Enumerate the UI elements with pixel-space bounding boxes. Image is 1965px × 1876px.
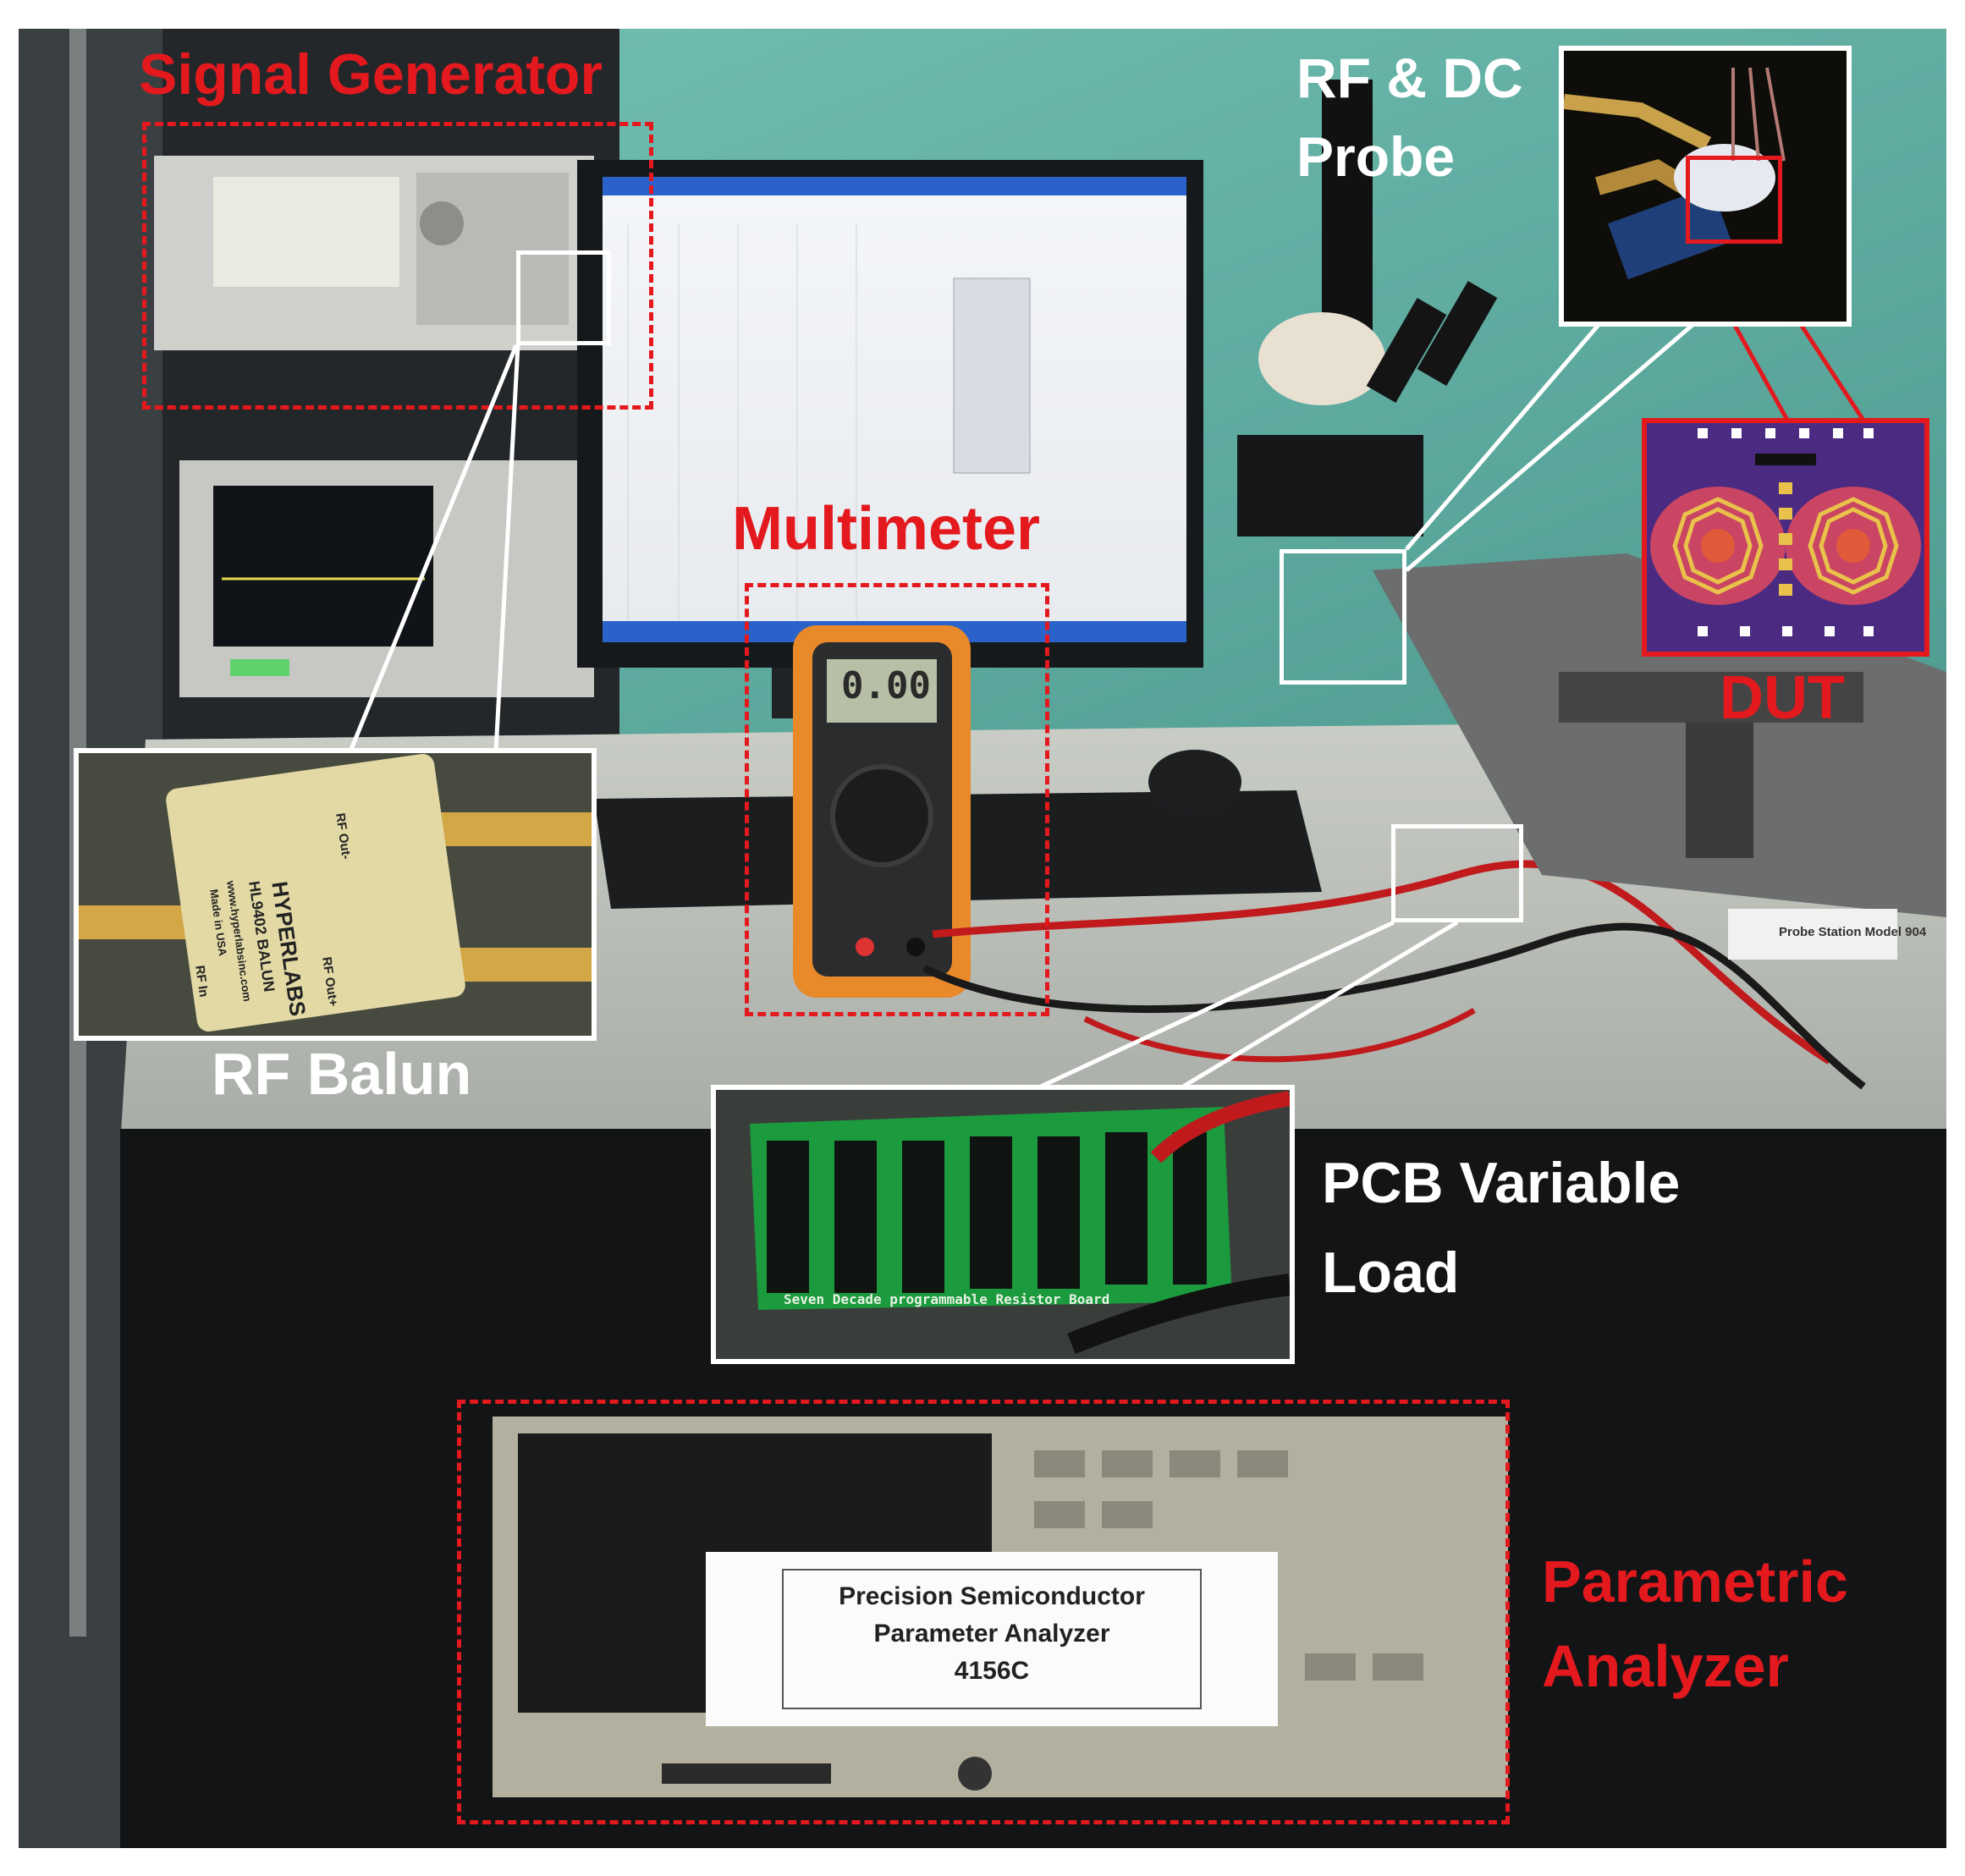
- label-rf-balun: RF Balun: [212, 1041, 472, 1107]
- analyzer-sign-frame: [782, 1569, 1202, 1709]
- analyzer-sign-line-3: 4156C: [954, 1657, 1030, 1685]
- multimeter-display: 0.00: [841, 664, 931, 707]
- label-parametric-analyzer-line-2: Analyzer: [1542, 1633, 1789, 1699]
- probe-station-plate: Probe Station Model 904: [1779, 925, 1927, 939]
- lab-setup-photo: Precision Semiconductor Parameter Analyz…: [19, 29, 1946, 1848]
- pcb-caption-text: Seven Decade programmable Resistor Board: [784, 1291, 1110, 1307]
- pcb-variable-load-inset: Seven Decade programmable Resistor Board: [711, 1085, 1295, 1364]
- dut-inset: [1642, 418, 1929, 657]
- pcb-source-box: [1391, 824, 1523, 922]
- label-rf-dc-probe-line-1: RF & DC: [1296, 47, 1523, 109]
- pcb-photo: [716, 1090, 1290, 1359]
- balun-source-box: [516, 250, 611, 345]
- rf-balun-inset: HYPERLABS HL9402 BALUN www.hyperlabsinc.…: [74, 748, 597, 1041]
- analyzer-sign-line-1: Precision Semiconductor: [839, 1582, 1145, 1610]
- probe-photo: [1564, 51, 1847, 322]
- probe-tip-box: [1280, 549, 1406, 685]
- dut-zoom-box: [1686, 156, 1782, 244]
- rf-dc-probe-inset: [1559, 46, 1852, 327]
- label-multimeter: Multimeter: [732, 495, 1041, 563]
- analyzer-sign: Precision Semiconductor Parameter Analyz…: [706, 1552, 1278, 1726]
- analyzer-sign-line-2: Parameter Analyzer: [873, 1620, 1110, 1648]
- balun-photo: [79, 753, 592, 1036]
- label-signal-generator: Signal Generator: [139, 42, 603, 107]
- label-parametric-analyzer-line-1: Parametric: [1542, 1549, 1848, 1615]
- multimeter-box: [745, 583, 1049, 1016]
- dut-layout: [1647, 423, 1924, 652]
- label-dut: DUT: [1720, 664, 1845, 732]
- label-pcb-variable-load-line-2: Load: [1322, 1241, 1460, 1305]
- label-pcb-variable-load-line-1: PCB Variable: [1322, 1151, 1681, 1215]
- label-rf-dc-probe-line-2: Probe: [1296, 125, 1456, 188]
- parametric-analyzer-box: [457, 1400, 1510, 1824]
